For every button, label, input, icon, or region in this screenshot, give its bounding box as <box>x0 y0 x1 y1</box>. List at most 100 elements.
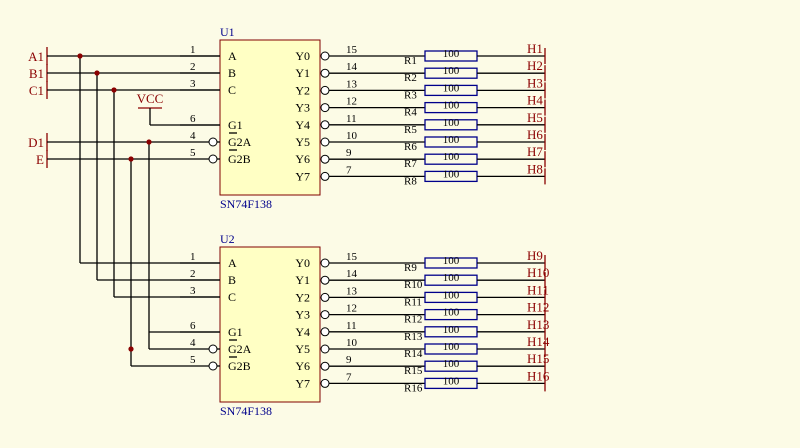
output-bubble <box>320 275 330 285</box>
resistor-designator: R13 <box>404 331 423 343</box>
resistor-value: 100 <box>443 168 460 180</box>
input-label-a1: A1 <box>28 49 44 64</box>
inverting-bubble <box>208 137 218 147</box>
output-label: H8 <box>527 161 543 176</box>
resistor-value: 100 <box>443 151 460 163</box>
junction-dot <box>128 156 134 162</box>
junction-dot <box>77 53 83 59</box>
chip-part-number: SN74F138 <box>220 404 272 418</box>
resistor-value: 100 <box>443 255 460 267</box>
pin-name: Y4 <box>295 118 310 132</box>
pin-number: 12 <box>346 96 357 108</box>
output-label: H13 <box>527 317 549 332</box>
pin-number: 1 <box>190 251 196 263</box>
pin-number: 13 <box>346 285 358 297</box>
resistor-value: 100 <box>443 375 460 387</box>
pin-number: 14 <box>346 61 358 73</box>
output-label: H6 <box>527 127 543 142</box>
pin-number: 15 <box>346 251 358 263</box>
inverting-bubble <box>208 154 218 164</box>
resistor-value: 100 <box>443 65 460 77</box>
pin-number: 10 <box>346 130 358 142</box>
pin-number: 12 <box>346 303 357 315</box>
pin-name: G2A <box>228 135 252 149</box>
output-bubble <box>320 137 330 147</box>
resistor-value: 100 <box>443 82 460 94</box>
pin-name: B <box>228 66 236 80</box>
pin-number: 9 <box>346 147 352 159</box>
output-label: H15 <box>527 351 549 366</box>
pin-number: 2 <box>190 268 196 280</box>
resistor-designator: R5 <box>404 124 417 136</box>
output-bubble <box>320 68 330 78</box>
pin-number: 4 <box>190 337 196 349</box>
pin-number: 4 <box>190 130 196 142</box>
pin-number: 1 <box>190 44 196 56</box>
output-bubble <box>320 85 330 95</box>
resistor-value: 100 <box>443 358 460 370</box>
output-label: H3 <box>527 75 543 90</box>
pin-name: Y6 <box>295 359 310 373</box>
output-label: H12 <box>527 300 549 315</box>
resistor-value: 100 <box>443 272 460 284</box>
resistor-designator: R2 <box>404 72 417 84</box>
pin-name: Y2 <box>295 290 310 304</box>
pin-name: G2B <box>228 359 251 373</box>
pin-name: Y4 <box>295 325 310 339</box>
pin-name: C <box>228 290 236 304</box>
output-bubble <box>320 310 330 320</box>
pin-number: 7 <box>346 164 352 176</box>
pin-name: Y0 <box>295 256 310 270</box>
output-bubble <box>320 154 330 164</box>
resistor-designator: R16 <box>404 382 423 394</box>
chip-designator: U2 <box>220 232 235 246</box>
resistor-designator: R7 <box>404 158 417 170</box>
resistor-value: 100 <box>443 134 460 146</box>
output-label: H4 <box>527 93 543 108</box>
output-label: H5 <box>527 110 543 125</box>
pin-number: 9 <box>346 354 352 366</box>
output-bubble <box>320 327 330 337</box>
resistor-designator: R1 <box>404 55 417 67</box>
pin-number: 3 <box>190 285 196 297</box>
pin-name: Y5 <box>295 342 310 356</box>
output-label: H10 <box>527 265 549 280</box>
output-bubble <box>320 344 330 354</box>
output-bubble <box>320 51 330 61</box>
pin-name: Y3 <box>295 101 310 115</box>
junction-dot <box>94 70 100 76</box>
resistor-value: 100 <box>443 307 460 319</box>
resistor-value: 100 <box>443 289 460 301</box>
input-label-d1: D1 <box>28 135 44 150</box>
pin-name: A <box>228 256 237 270</box>
pin-name: Y2 <box>295 83 310 97</box>
resistor-designator: R14 <box>404 348 423 360</box>
pin-number: 11 <box>346 320 357 332</box>
output-bubble <box>320 120 330 130</box>
resistor-value: 100 <box>443 48 460 60</box>
output-label: H16 <box>527 368 550 383</box>
pin-number: 6 <box>190 113 196 125</box>
pin-number: 5 <box>190 147 196 159</box>
resistor-value: 100 <box>443 324 460 336</box>
output-bubble <box>320 361 330 371</box>
chip-body <box>219 246 321 403</box>
pin-name: Y5 <box>295 135 310 149</box>
pin-name: B <box>228 273 236 287</box>
pin-name: Y6 <box>295 152 310 166</box>
resistor-designator: R8 <box>404 175 417 187</box>
pin-name: A <box>228 49 237 63</box>
junction-dot <box>146 139 152 145</box>
chip-designator: U1 <box>220 25 235 39</box>
output-label: H7 <box>527 144 543 159</box>
chip-body <box>219 39 321 196</box>
pin-number: 5 <box>190 354 196 366</box>
input-label-e: E <box>36 152 44 167</box>
resistor-value: 100 <box>443 341 460 353</box>
pin-name: Y1 <box>295 66 310 80</box>
pin-number: 2 <box>190 61 196 73</box>
resistor-value: 100 <box>443 100 460 112</box>
junction-dot <box>111 87 117 93</box>
output-bubble <box>320 103 330 113</box>
